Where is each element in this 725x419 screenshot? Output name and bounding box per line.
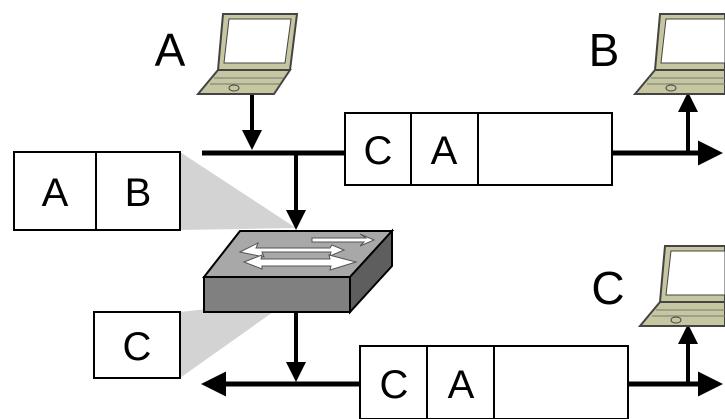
- table-entry-b: B: [125, 171, 152, 215]
- laptop-icon: [637, 245, 725, 327]
- laptop-icon: [632, 13, 725, 95]
- frame-upper: C A: [344, 112, 613, 186]
- host-label-a: A: [155, 24, 186, 76]
- forwarding-table-port-1: A B: [13, 151, 181, 231]
- host-label-c: C: [591, 262, 624, 314]
- frame-upper-dst: C: [364, 129, 393, 173]
- table-entry-c: C: [123, 325, 152, 369]
- frame-lower: C A: [359, 345, 629, 419]
- table-callout-upper: [180, 152, 296, 230]
- forwarding-table-port-2: C: [93, 311, 181, 379]
- frame-lower-src: A: [448, 363, 475, 407]
- frame-upper-src: A: [431, 129, 458, 173]
- host-label-b: B: [589, 24, 620, 76]
- laptop-icon: [195, 13, 299, 95]
- frame-lower-dst: C: [380, 363, 409, 407]
- table-entry-a: A: [42, 171, 69, 215]
- table-callout-lower: [180, 300, 290, 378]
- network-switch-icon: [201, 228, 395, 315]
